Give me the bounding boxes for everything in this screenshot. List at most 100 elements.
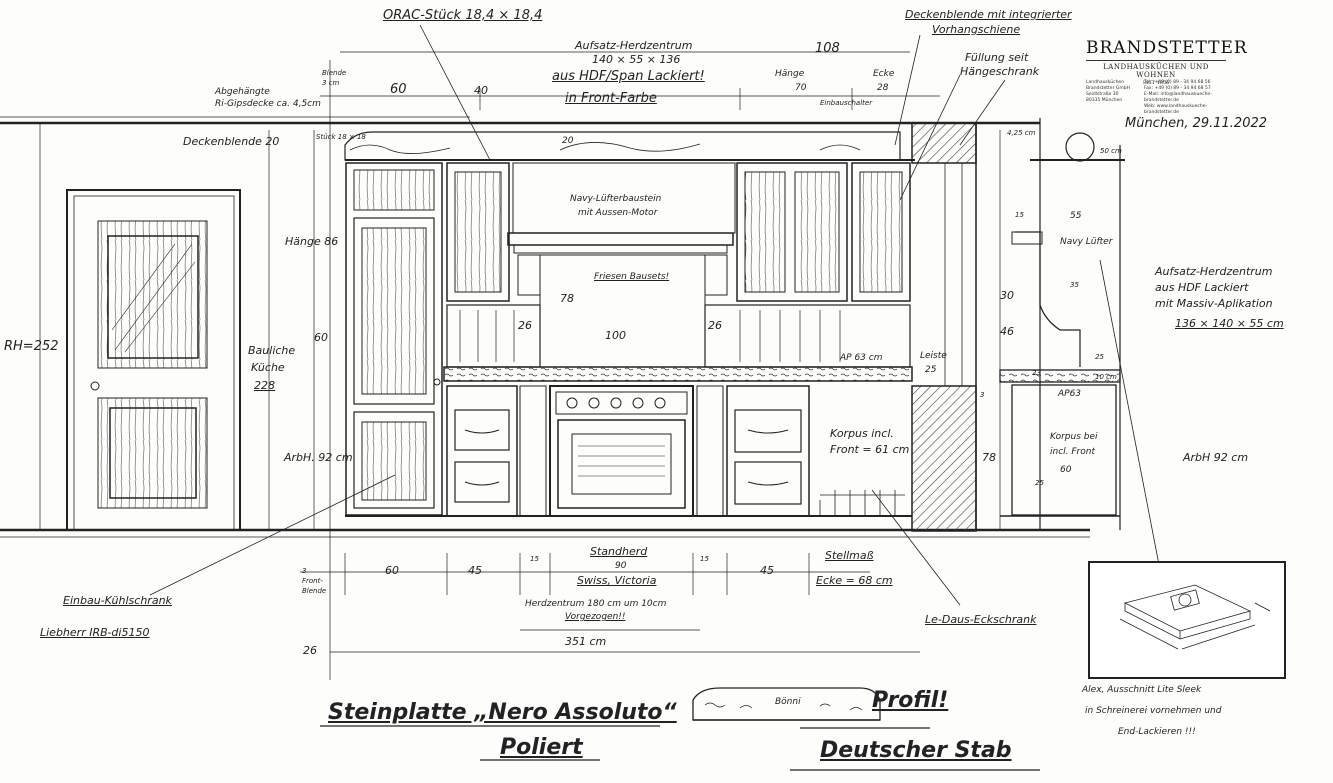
navy-note-2: mit Aussen-Motor <box>578 208 658 218</box>
dim-108: 108 <box>815 41 840 56</box>
aufsatz-right-note: Aufsatz-Herdzentrum <box>1155 265 1273 278</box>
standherd-note: Standherd <box>590 545 648 558</box>
dim-r-23: 23 <box>1032 369 1041 377</box>
profile-label: Bönni <box>775 697 801 707</box>
stone-note: Steinplatte „Nero Assoluto“ <box>328 700 677 725</box>
dim-100: 100 <box>605 329 626 342</box>
dim-r-25: 25 <box>1095 353 1104 361</box>
arbh-note: ArbH. 92 cm <box>284 451 353 464</box>
alex-note: Alex, Ausschnitt Lite Sleek <box>1082 685 1202 695</box>
haenge-note: Hänge <box>775 69 805 79</box>
abgehaengt-note-2: Ri-Gipsdecke ca. 4,5cm <box>215 99 321 109</box>
hood-insert-sketch <box>1119 584 1271 650</box>
total-width: 351 cm <box>565 635 607 648</box>
dim-v-30: 30 <box>1000 289 1014 302</box>
company-name: BRANDSTETTER <box>1086 38 1247 61</box>
navy-note: Navy-Lüfterbaustein <box>570 194 662 204</box>
dim-b-15-left: 15 <box>530 555 539 563</box>
swiss-victoria-note: Swiss, Victoria <box>577 574 657 587</box>
aufsatz-dims: 140 × 55 × 136 <box>592 53 681 66</box>
dim-78: 78 <box>560 292 574 305</box>
dim-b-60: 60 <box>385 564 399 577</box>
dim-r-15: 15 <box>1015 211 1024 219</box>
hood-insert-detail <box>1088 561 1286 679</box>
einbauschalter-note: Einbauschalter <box>820 99 873 107</box>
herdzentrum-note: Herdzentrum 180 cm um 10cm <box>525 599 667 609</box>
standherd-width: 90 <box>615 561 627 571</box>
aufsatz-right-note-3: mit Massiv-Aplikation <box>1155 297 1273 310</box>
dim-top-60: 60 <box>390 82 407 97</box>
dim-r-35: 35 <box>1070 281 1079 289</box>
ap-note: AP 63 cm <box>840 353 883 363</box>
fuellung-note-2: Hängeschrank <box>960 65 1040 78</box>
dim-v-3: 3 <box>980 391 985 399</box>
dim-v-46: 46 <box>1000 325 1014 338</box>
aufsatz-material: aus HDF/Span Lackiert! <box>552 69 705 84</box>
dim-top-20: 20 <box>562 136 574 146</box>
friesen-note: Friesen Bausets! <box>594 272 670 282</box>
stone-finish-note: Poliert <box>500 735 583 760</box>
herdzentrum-note-2: Vorgezogen!! <box>565 612 626 622</box>
front-blende-note: Front- <box>302 577 323 585</box>
dim-50: 50 cm <box>1100 147 1122 155</box>
dim-r-25b: 25 <box>1035 479 1044 487</box>
abgehaengt-note: Abgehängte <box>215 87 270 97</box>
dim-26-right: 26 <box>708 319 722 332</box>
liebherr-note: Liebherr IRB-di5150 <box>40 626 150 639</box>
dim-b-26: 26 <box>303 644 317 657</box>
blende-note-top: Deckenblende mit integrierter <box>905 8 1072 21</box>
korpus-right-note: Korpus bei <box>1050 432 1098 442</box>
drawing-date: München, 29.11.2022 <box>1125 116 1268 131</box>
stellmass-note: Stellmaß <box>825 549 874 562</box>
korpus-right-value: 60 <box>1060 465 1072 475</box>
address-line: Brandstetter GmbH <box>1086 86 1130 91</box>
blende-small-2: 3 cm <box>322 79 340 87</box>
einbau-kuehlschrank-note: Einbau-Kühlschrank <box>63 594 172 607</box>
dim-26-left: 26 <box>518 319 532 332</box>
aufsatz-note: Aufsatz-Herdzentrum <box>575 39 693 52</box>
ecke-value: 28 <box>877 83 889 93</box>
address-line: Landhausküchen <box>1086 80 1125 85</box>
contact-line: Fax: +49 (0) 89 - 34 94 68 57 <box>1144 86 1211 91</box>
dim-v-78: 78 <box>982 451 996 464</box>
haenge-value: 70 <box>795 83 807 93</box>
ledaus-note: Le-Daus-Eckschrank <box>925 613 1037 626</box>
stueck-note: Stück 18 × 18 <box>316 133 366 141</box>
dim-top-40: 40 <box>474 84 488 97</box>
profile-note: Profil! <box>872 688 949 713</box>
alex-note-3: End-Lackieren !!! <box>1118 727 1196 737</box>
address-line: Seidlstraße 30 <box>1086 92 1119 97</box>
aufsatz-right-note-2: aus HDF Lackiert <box>1155 281 1249 294</box>
company-contact: Tel.: +49 (0) 89 - 34 94 68 56 Fax: +49 … <box>1144 80 1234 116</box>
korpus-right-note-2: incl. Front <box>1050 447 1095 457</box>
company-address: Landhausküchen Brandstetter GmbH Seidlst… <box>1086 80 1236 115</box>
in-front-note: in Front-Farbe <box>565 91 657 106</box>
company-logo: BRANDSTETTER LANDHAUSKÜCHEN UND WOHNEN S… <box>1086 38 1247 86</box>
address-line: 80335 München <box>1086 98 1123 103</box>
ap-right-note: AP63 <box>1058 389 1082 399</box>
dim-v-60: 60 <box>314 331 328 344</box>
contact-line: Tel.: +49 (0) 89 - 34 94 68 56 <box>1144 80 1211 85</box>
dim-b-45-left: 45 <box>468 564 482 577</box>
rh-note: RH=252 <box>4 339 59 354</box>
dim-r-55: 55 <box>1070 211 1082 221</box>
alex-note-2: in Schreinerei vornehmen und <box>1085 706 1222 716</box>
leiste-note: Leiste <box>920 351 947 361</box>
dim-b-45-right: 45 <box>760 564 774 577</box>
contact-line: E-Mail: info@landhauskueche-brandstetter… <box>1144 92 1212 103</box>
stellmass-note-2: Ecke = 68 cm <box>816 574 893 587</box>
company-since: SEIT 1856 <box>1142 80 1170 86</box>
dim-425: 4,25 cm <box>1007 129 1036 137</box>
dim-b-3: 3 <box>302 567 307 575</box>
ecke-note: Ecke <box>873 69 895 79</box>
haenge86-note: Hänge 86 <box>285 235 339 248</box>
aufsatz-right-dims: 136 × 140 × 55 cm <box>1175 317 1284 330</box>
arbh-right-note: ArbH 92 cm <box>1183 451 1249 464</box>
korpus-note-2: Front = 61 cm <box>830 443 910 456</box>
orac-note: ORAC-Stück 18,4 × 18,4 <box>383 8 543 23</box>
blende-small: Blende <box>322 69 347 77</box>
dim-25: 25 <box>925 365 937 375</box>
navy-right-note: Navy Lüfter <box>1060 237 1113 247</box>
